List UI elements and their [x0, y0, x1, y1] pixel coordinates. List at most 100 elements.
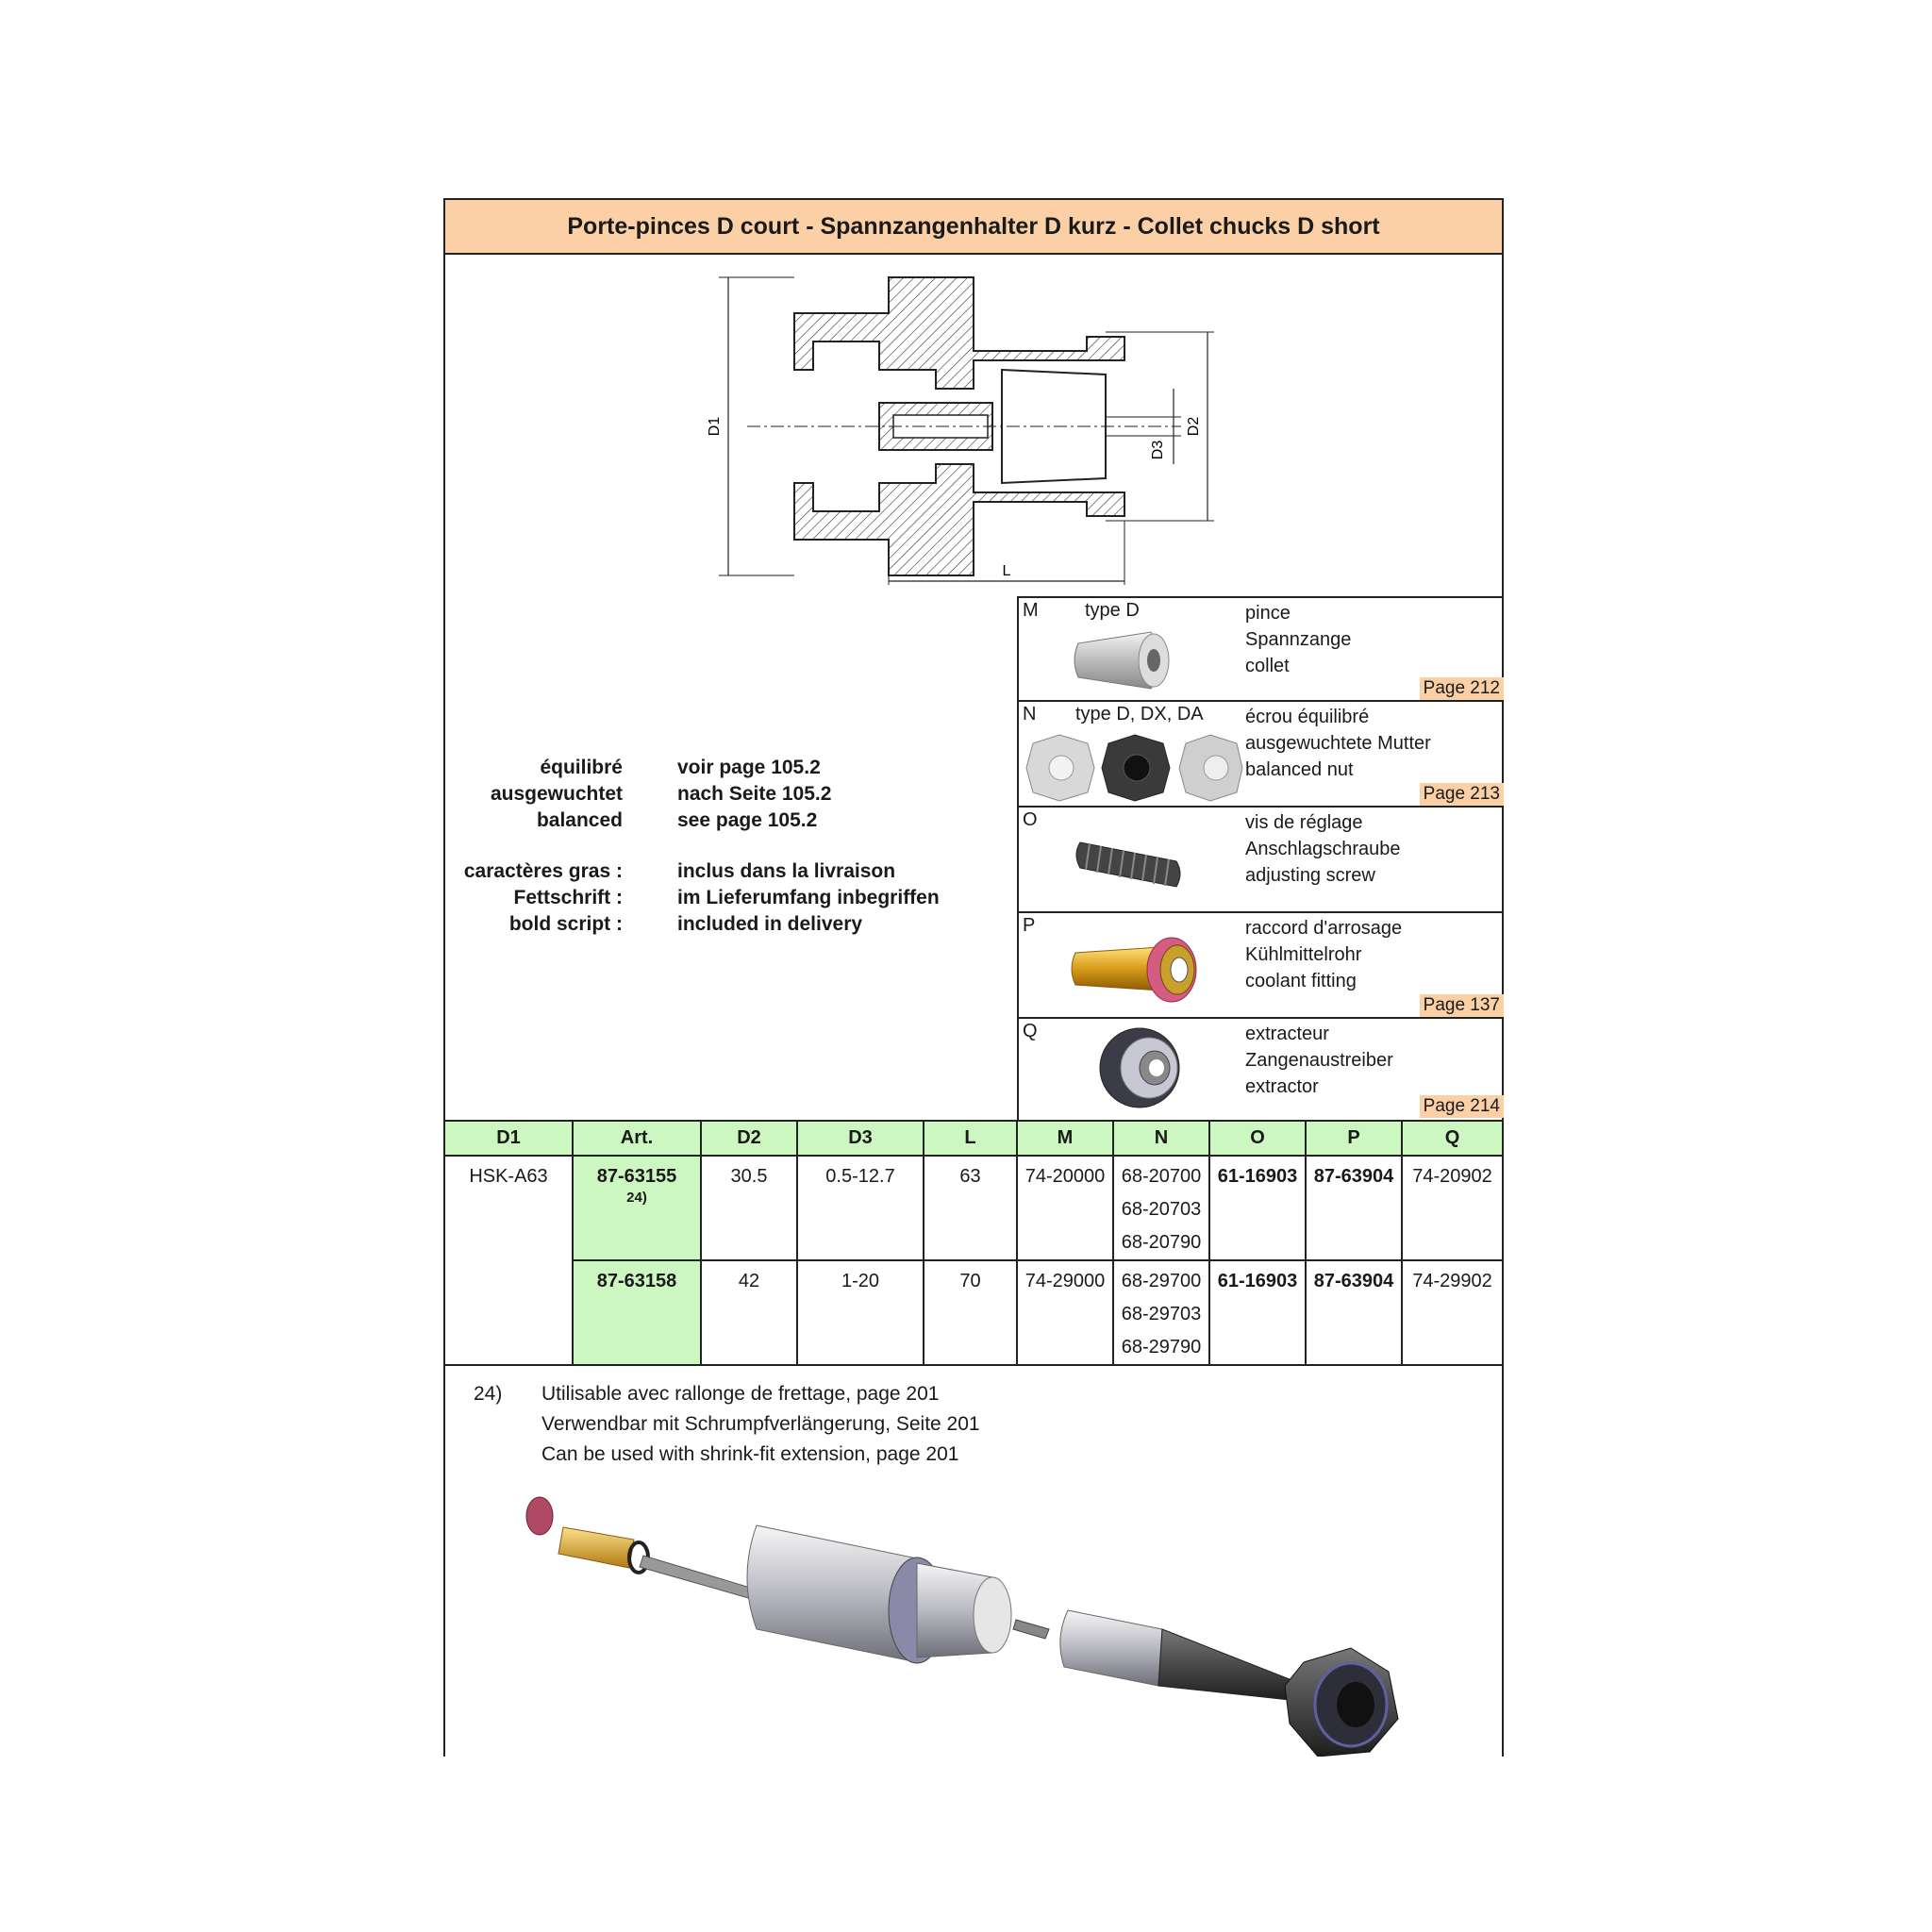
accessory-desc: Zangenaustreiber	[1245, 1050, 1393, 1071]
footnote-line: Verwendbar mit Schrumpfverlängerung, Sei…	[541, 1413, 980, 1435]
accessory-type: type D, DX, DA	[1075, 704, 1204, 724]
accessory-desc: adjusting screw	[1245, 865, 1375, 886]
accessory-row-q: Q extracteur Zangenaustreiber extractor …	[1019, 1019, 1504, 1118]
cell-q: 74-20902	[1402, 1156, 1502, 1261]
cell-o: 61-16903	[1209, 1156, 1307, 1261]
accessory-desc: écrou équilibré	[1245, 707, 1370, 727]
accessory-row-m: M type D pince Spannzange collet Page 21…	[1019, 598, 1504, 702]
legend-value: see page 105.2	[677, 809, 818, 831]
cell-d1: HSK-A63	[445, 1156, 574, 1260]
cell-q: 74-29902	[1402, 1260, 1502, 1366]
cell-n: 68-20700	[1121, 1166, 1202, 1187]
accessory-letter: O	[1023, 809, 1038, 830]
header-art: Art.	[573, 1120, 702, 1157]
cell-n: 68-29703	[1121, 1304, 1202, 1324]
accessory-desc: Anschlagschraube	[1245, 839, 1401, 859]
legend: équilibré voir page 105.2 ausgewuchtet n…	[453, 757, 981, 983]
accessory-desc: Spannzange	[1245, 629, 1352, 650]
footnote-ref: 24)	[626, 1190, 647, 1206]
header-q: Q	[1402, 1120, 1502, 1157]
chuck-body-part	[746, 1524, 1012, 1664]
accessory-row-o: O vis de réglage Anschlagschraube adjust…	[1019, 808, 1504, 913]
accessory-desc: extractor	[1245, 1076, 1319, 1097]
collet-part	[1059, 1609, 1295, 1701]
accessory-row-n: N type D, DX, DA écrou équilibré ausgewu…	[1019, 702, 1504, 808]
header-d3: D3	[797, 1120, 924, 1157]
page-ref[interactable]: Page 213	[1419, 783, 1504, 806]
table-header-row: D1 Art. D2 D3 L M N O P Q	[445, 1120, 1502, 1157]
accessory-desc: vis de réglage	[1245, 812, 1363, 833]
cell-d2: 42	[701, 1260, 798, 1366]
pin-part	[1012, 1619, 1050, 1640]
nut-part	[1284, 1647, 1399, 1757]
exploded-assembly-illustration	[525, 1496, 1399, 1757]
cell-n: 68-20703	[1121, 1199, 1202, 1220]
cell-art: 87-63155	[596, 1166, 677, 1187]
adjusting-screw-part	[639, 1555, 758, 1600]
cell-p: 87-63904	[1306, 1156, 1403, 1261]
accessory-letter: Q	[1023, 1021, 1038, 1041]
accessory-type: type D	[1085, 600, 1140, 621]
table-row: 87-63158 42 1-20 70 74-29000 68-29700 68…	[445, 1260, 1502, 1366]
page-ref[interactable]: Page 212	[1419, 677, 1504, 700]
coolant-fitting-icon	[1071, 937, 1197, 1003]
legend-label: Fettschrift :	[513, 887, 624, 908]
cell-d2: 30.5	[701, 1156, 798, 1261]
accessory-desc: Kühlmittelrohr	[1245, 944, 1362, 965]
legend-value: im Lieferumfang inbegriffen	[677, 887, 940, 908]
header-d2: D2	[701, 1120, 798, 1157]
legend-label: équilibré	[540, 757, 623, 778]
accessory-desc: ausgewuchtete Mutter	[1245, 733, 1431, 754]
legend-label: caractères gras :	[463, 860, 623, 882]
cell-l: 63	[924, 1156, 1018, 1261]
label-l: L	[1003, 563, 1011, 579]
technical-drawing: D1 D2 D3 L	[707, 276, 1214, 585]
legend-label: ausgewuchtet	[490, 783, 623, 805]
legend-value: inclus dans la livraison	[677, 860, 896, 882]
cell-p: 87-63904	[1306, 1260, 1403, 1366]
footnote-line: Utilisable avec rallonge de frettage, pa…	[541, 1383, 940, 1405]
accessory-desc: collet	[1245, 656, 1290, 676]
accessory-letter: N	[1023, 704, 1037, 724]
accessory-desc: pince	[1245, 603, 1291, 624]
page-ref[interactable]: Page 137	[1419, 994, 1504, 1017]
accessory-desc: raccord d'arrosage	[1245, 918, 1403, 939]
legend-value: included in delivery	[677, 913, 863, 935]
accessory-desc: coolant fitting	[1245, 971, 1357, 991]
extractor-icon	[1099, 1027, 1180, 1108]
cell-m: 74-29000	[1017, 1260, 1114, 1366]
footnote-line: Can be used with shrink-fit extension, p…	[541, 1443, 959, 1465]
cell-n: 68-29790	[1121, 1337, 1202, 1357]
page-ref[interactable]: Page 214	[1419, 1095, 1504, 1118]
header-n: N	[1113, 1120, 1210, 1157]
collet-icon	[1074, 631, 1170, 690]
accessory-letter: P	[1023, 915, 1036, 936]
cell-n: 68-29700	[1121, 1271, 1202, 1291]
accessory-desc: extracteur	[1245, 1024, 1329, 1044]
cell-l: 70	[924, 1260, 1018, 1366]
legend-value: voir page 105.2	[677, 757, 821, 778]
legend-value: nach Seite 105.2	[677, 783, 832, 805]
accessory-row-p: P raccord d'arrosage Kühlmittelrohr cool…	[1019, 913, 1504, 1019]
accessory-letter: M	[1023, 600, 1039, 621]
label-d1: D1	[707, 417, 723, 437]
legend-label: bold script :	[508, 913, 623, 935]
nut-icon	[1025, 734, 1243, 802]
accessory-desc: balanced nut	[1245, 759, 1354, 780]
page-title: Porte-pinces D court - Spannzangenhalter…	[445, 200, 1502, 255]
cell-o: 61-16903	[1209, 1260, 1307, 1366]
label-d2: D2	[1186, 417, 1202, 437]
accessories-panel: M type D pince Spannzange collet Page 21…	[1017, 596, 1504, 1120]
spec-table: D1 Art. D2 D3 L M N O P Q HSK-A63 87-631…	[445, 1120, 1502, 1366]
cell-n: 68-20790	[1121, 1232, 1202, 1253]
cell-d3: 1-20	[797, 1260, 924, 1366]
table-row: HSK-A63 87-63155 24) 30.5 0.5-12.7 63 74-…	[445, 1156, 1502, 1261]
coolant-fitting-part	[525, 1496, 650, 1574]
cell-art: 87-63158	[596, 1271, 677, 1291]
label-d3: D3	[1150, 441, 1166, 460]
cell-d3: 0.5-12.7	[797, 1156, 924, 1261]
header-l: L	[924, 1120, 1018, 1157]
header-d1: D1	[445, 1120, 574, 1157]
header-o: O	[1209, 1120, 1307, 1157]
legend-label: balanced	[536, 809, 623, 831]
